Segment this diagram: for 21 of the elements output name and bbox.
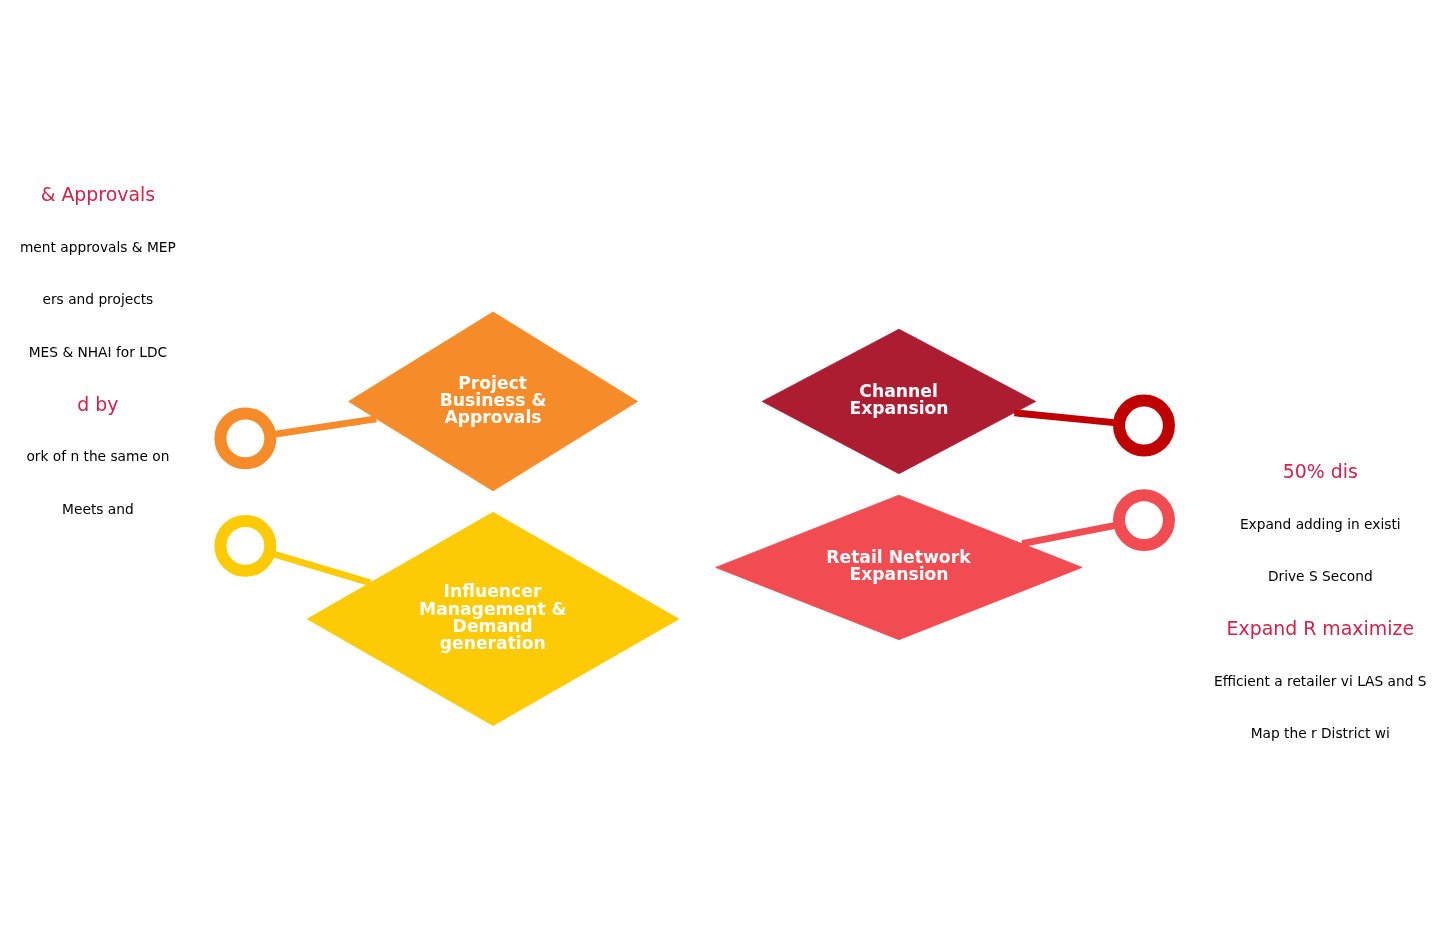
label: MES & NHAI for LDC [28,343,168,360]
label: ment approvals & MEP [19,238,176,255]
node-diamond: Channel Expansion [761,328,1037,475]
label: Efficient a retailer vi LAS and S [1213,672,1427,689]
label: d by [77,392,119,415]
node-diamond: Retail Network Expansion [715,494,1083,641]
label: Expand R maximize [1226,616,1415,639]
node-circle [214,514,277,577]
node-diamond: Project Business & Approvals [348,311,638,492]
label: Drive S Second [1267,567,1373,584]
label: ork of n the same on [26,448,170,465]
label: ers and projects [42,291,154,308]
label: & Approvals [40,182,156,205]
label: Meets and [62,500,134,517]
node-diamond: Influencer Management & Demand generation [306,511,680,727]
node-circle [1113,489,1175,552]
node-circle [1113,394,1175,457]
node-circle [214,407,277,470]
label: 50% dis [1282,459,1358,482]
label: Map the r District wi [1250,725,1390,742]
label: Expand adding in existi [1239,515,1401,532]
